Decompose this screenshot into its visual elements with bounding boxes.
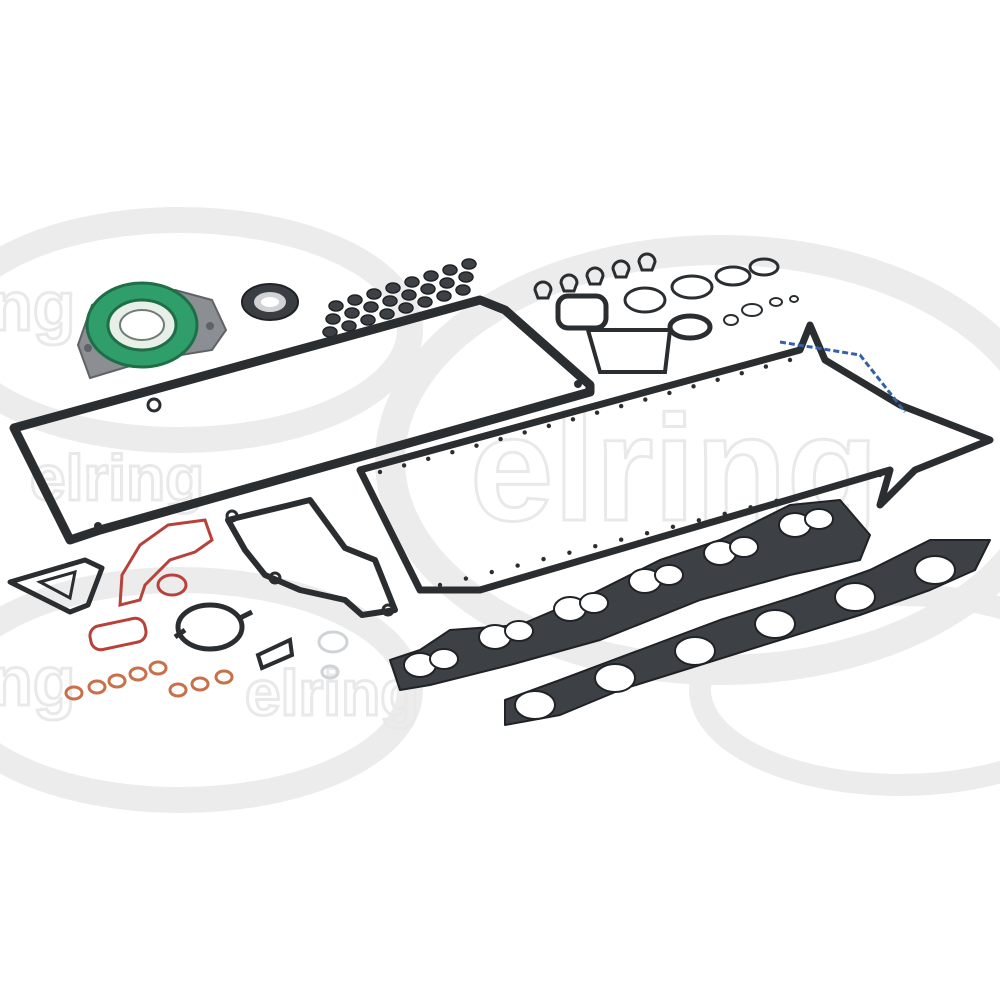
intake-port (654, 564, 684, 586)
valve-stem-seal (401, 289, 417, 301)
bolt-hole (474, 443, 479, 448)
keyhole-seal (585, 266, 605, 286)
exhaust-port (914, 555, 956, 585)
red-seals-left (88, 518, 214, 652)
valve-stem-seal (347, 294, 363, 306)
valve-stem-seal (379, 308, 395, 320)
bolt-hole (691, 384, 696, 389)
bolt-hole (426, 456, 431, 462)
copper-sealing-washers (64, 660, 234, 701)
valve-stem-seal (328, 300, 344, 312)
intake-port (579, 592, 609, 614)
keyhole-seal (533, 280, 553, 300)
valve-stem-seal (417, 296, 433, 308)
valve-cover-gasket (9, 295, 595, 545)
bolt-hole (570, 417, 576, 422)
bolt-hole (463, 576, 469, 581)
bolt-hole (722, 511, 727, 517)
bolt-hole (774, 498, 779, 504)
bolt-hole (593, 543, 598, 549)
watermark-text-mid: elring (245, 657, 419, 729)
water-pump-gasket (225, 497, 398, 618)
valve-stem-seal (404, 276, 420, 288)
bolt-hole (541, 556, 546, 562)
valve-stem-seal (439, 277, 455, 289)
valve-stem-seal (363, 301, 379, 313)
valve-stem-seal (398, 302, 414, 314)
bolt-hole (498, 436, 503, 442)
intake-manifold-gasket (389, 499, 871, 691)
bolt-hole (377, 469, 383, 475)
bolt-hole (877, 472, 883, 478)
keyhole-seal (637, 252, 657, 272)
bolt-hole (670, 524, 676, 529)
bolt-hole (594, 410, 600, 415)
bolt-hole (748, 505, 753, 510)
bolt-hole (618, 537, 624, 542)
bolt-hole (546, 423, 552, 429)
small-seals-top-right (533, 252, 799, 374)
exhaust-port (594, 663, 636, 693)
valve-stem-seal (382, 295, 398, 307)
bolt-hole (401, 463, 407, 468)
exhaust-port (674, 636, 716, 666)
valve-stem-seal (366, 288, 382, 300)
bolt-hole (643, 397, 648, 402)
bolt-hole (787, 357, 793, 363)
triangle-gasket (7, 557, 105, 615)
valve-stem-seal (385, 282, 401, 294)
bolt-hole (567, 550, 572, 555)
bolt-hole (667, 390, 672, 396)
round-flange-gasket (173, 602, 295, 671)
bolt-hole (739, 370, 744, 376)
intake-port (504, 620, 534, 642)
exhaust-port (514, 690, 556, 720)
valve-stem-seal (325, 313, 341, 325)
bolt-hole (851, 479, 857, 484)
bolt-hole (644, 531, 650, 536)
watermark-text-fragment-b: ng (0, 642, 76, 720)
exhaust-port (834, 582, 876, 612)
watermark-text-left: elring (30, 442, 204, 514)
bolt-hole (515, 563, 520, 568)
bolt-hole (618, 403, 624, 409)
bolt-hole (522, 430, 527, 435)
exhaust-port (754, 609, 796, 639)
exhaust-manifold-gasket (504, 539, 991, 726)
valve-stem-seal (436, 290, 452, 302)
bolt-hole (450, 450, 455, 455)
valve-stem-seal (423, 270, 439, 282)
intake-port (804, 508, 834, 530)
bolt-hole (826, 485, 831, 491)
oil-pan-gasket (356, 321, 994, 594)
valve-stem-seal (458, 271, 474, 283)
bolt-hole (489, 569, 494, 575)
keyhole-seal (611, 259, 631, 279)
valve-stem-seals (322, 258, 477, 338)
bolt-hole (800, 492, 805, 497)
crankshaft-front-seal (241, 283, 299, 321)
o-rings-plain (317, 630, 349, 680)
bolt-hole (437, 582, 443, 588)
bolt-hole (763, 364, 769, 369)
valve-stem-seal (461, 258, 477, 270)
valve-stem-seal (455, 284, 471, 296)
valve-stem-seal (442, 264, 458, 276)
valve-stem-seal (420, 283, 436, 295)
intake-port (429, 648, 459, 670)
keyhole-seal (559, 273, 579, 293)
valve-stem-seal (344, 307, 360, 319)
valve-stem-seal (360, 314, 376, 326)
valve-stem-seal (341, 320, 357, 332)
watermark-text-fragment-a: ng (0, 267, 76, 345)
crankshaft-rear-seal-housing (76, 281, 228, 380)
intake-port (729, 536, 759, 558)
bolt-hole (715, 377, 720, 382)
bolt-hole (696, 518, 702, 523)
